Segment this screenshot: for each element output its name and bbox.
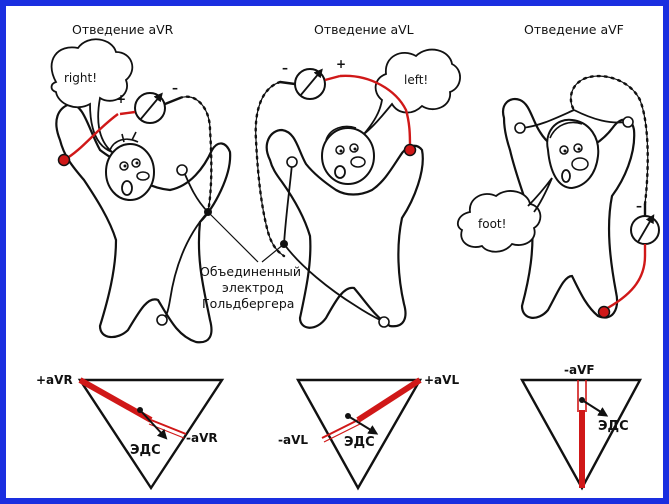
lead-wire-avf <box>604 256 645 310</box>
electrode-left-arm-avf <box>623 117 633 127</box>
electrode-caption-line1: Объединенный <box>200 264 301 279</box>
galvanometer-avf: – <box>631 199 659 256</box>
speech-text-avr: right! <box>64 71 97 85</box>
speech-bubble-avf <box>458 178 552 252</box>
galvanometer-avl: – + <box>280 57 346 99</box>
electrode-left-leg-avf <box>599 307 610 318</box>
axis-label-pos-avl: +aVL <box>424 373 459 387</box>
combined-wire-avl <box>256 82 284 256</box>
panel-title-avl: Отведение aVL <box>314 22 414 37</box>
electrode-right-arm-avl <box>287 157 297 167</box>
electrode-left-arm-avl <box>405 145 416 156</box>
panel-title-avf: Отведение aVF <box>524 22 624 37</box>
electrode-left-leg-avl <box>379 317 389 327</box>
electrode-caption-line3: Гольдбергера <box>202 296 294 311</box>
minus-sign-avf: – <box>636 199 642 213</box>
panel-avf: Отведение aVF foot! – <box>458 22 659 318</box>
einthoven-triangle-avf: -aVF ЭДС <box>522 363 640 488</box>
einthoven-triangle-avl: +aVL -aVL ЭДС <box>278 373 459 488</box>
emf-label-avr: ЭДС <box>130 443 161 458</box>
axis-label-neg-avr: -aVR <box>186 431 218 445</box>
panel-avl: Отведение aVL left! – + Объединен <box>200 22 460 328</box>
plus-sign-avr: + <box>116 92 126 106</box>
panel-avr: Отведение aVR right! + – <box>52 22 231 342</box>
figure-head-avl <box>322 128 374 184</box>
electrode-right-arm <box>59 155 70 166</box>
axis-label-neg-avf: -aVF <box>564 363 595 377</box>
speech-text-avl: left! <box>404 73 428 87</box>
minus-sign-avr: – <box>172 81 178 95</box>
minus-sign-avl: – <box>282 61 288 75</box>
einthoven-triangle-avr: +aVR -aVR ЭДС <box>36 373 222 488</box>
figure-head-avr <box>106 144 154 200</box>
emf-label-avl: ЭДС <box>344 435 375 450</box>
axis-label-neg-avl: -aVL <box>278 433 308 447</box>
electrode-left-arm-avr <box>177 165 187 175</box>
emf-label-avf: ЭДС <box>598 419 629 434</box>
speech-text-avf: foot! <box>478 217 506 231</box>
electrode-caption-line2: электрод <box>222 280 284 295</box>
electrode-left-leg-avr <box>157 315 167 325</box>
axis-label-pos-avr: +aVR <box>36 373 73 387</box>
electrode-right-arm-avf <box>515 123 525 133</box>
speech-bubble-avl <box>364 50 460 134</box>
plus-sign-avl: + <box>336 57 346 71</box>
panel-title-avr: Отведение aVR <box>72 22 174 37</box>
